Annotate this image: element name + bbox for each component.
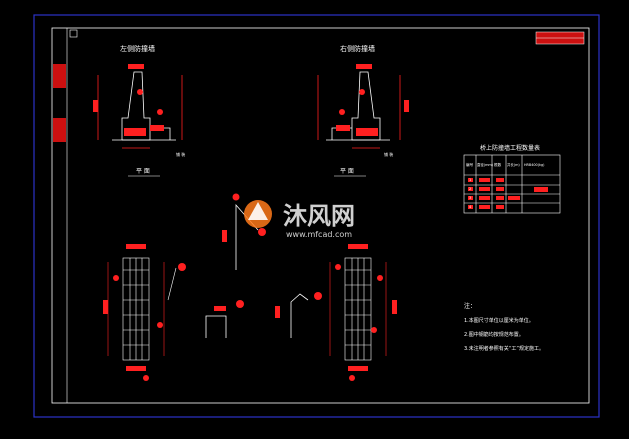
watermark-logo: 沐风网 www.mfcad.com <box>244 200 355 239</box>
right-elevation-markers <box>335 244 397 381</box>
notes-title: 注： <box>464 302 476 310</box>
right-barrier-section <box>317 71 401 149</box>
watermark-brand: 沐风网 <box>283 202 355 230</box>
right-section-markers <box>336 64 409 136</box>
note-3: 3.未注明者参照有关“工”规定施工。 <box>464 345 544 352</box>
left-elevation <box>107 257 177 361</box>
bar-detail-hook-markers <box>275 292 322 318</box>
drawing-frame <box>51 27 590 404</box>
center-rebar-markers <box>222 193 266 242</box>
bar-detail-u <box>205 315 227 338</box>
left-section-title: 左侧防撞墙 <box>120 44 155 53</box>
right-elevation <box>329 257 387 361</box>
left-side-note: 铺 装 <box>176 151 185 157</box>
table-header-diameter: 直径(mm) <box>477 162 494 167</box>
table-header-no: 编号 <box>466 162 474 167</box>
bar-detail-hook <box>290 293 309 338</box>
watermark-url: www.mfcad.com <box>286 230 352 239</box>
stamp-box-top <box>53 64 66 88</box>
bar-detail-u-markers <box>214 300 244 311</box>
left-elevation-markers <box>103 244 186 381</box>
note-1: 1.本图尺寸单位以厘米为单位。 <box>464 317 534 324</box>
right-plan-label: 平 面 <box>340 168 354 175</box>
right-section-title: 右侧防撞墙 <box>340 44 375 53</box>
left-section-markers <box>93 64 164 136</box>
table-title: 桥上防撞墙工程数量表 <box>480 144 540 152</box>
table-row-4-no: 4 <box>469 205 472 209</box>
table-header-weight: HRB400(kg) <box>524 163 545 167</box>
corner-mark <box>69 29 78 38</box>
table-header-count: 根数 <box>494 162 502 167</box>
sheet-border <box>33 14 600 418</box>
left-plan-label: 平 面 <box>136 168 150 175</box>
table-row-markers <box>468 178 548 209</box>
left-barrier-section <box>97 71 183 149</box>
table-row-3-no: 3 <box>469 196 471 200</box>
note-2: 2.图中钢筋均按规范布置。 <box>464 331 524 338</box>
table-row-1-no: 1 <box>469 178 471 182</box>
stamp-box-bottom <box>53 118 66 142</box>
table-header-length: 共长(m) <box>507 162 520 167</box>
quantity-table <box>463 154 561 214</box>
right-side-note: 铺 装 <box>384 151 393 157</box>
table-row-2-no: 2 <box>469 187 471 191</box>
